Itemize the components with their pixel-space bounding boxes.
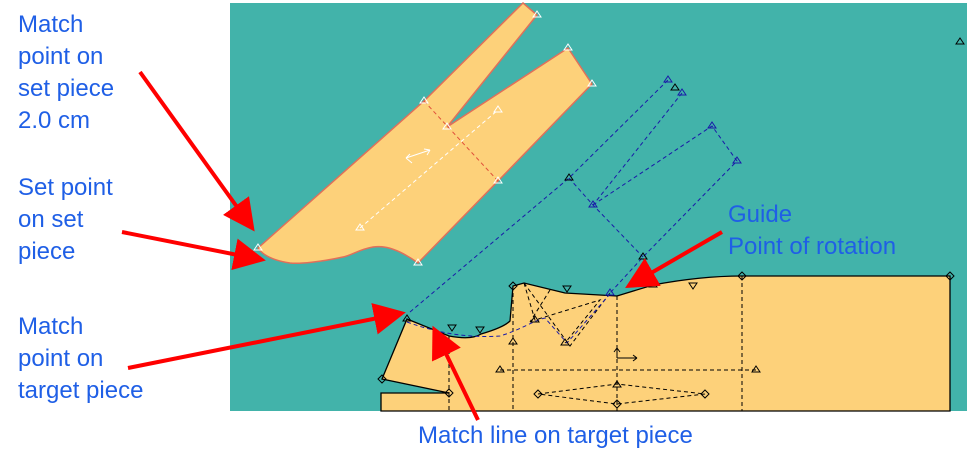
arrow-match-line	[432, 325, 480, 421]
label-match-point-set-piece: Match point on set piece 2.0 cm	[18, 9, 114, 137]
arrow-match-point-set	[138, 70, 255, 232]
set-piece-points	[253, 10, 597, 266]
label-line: Point of rotation	[728, 233, 897, 260]
set-piece[interactable]	[253, 1, 597, 266]
label-line: set piece	[18, 75, 115, 102]
label-line: target piece	[18, 377, 144, 404]
label-match-point-target: Match point on target piece	[18, 311, 143, 407]
label-line: Guide	[728, 201, 793, 228]
label-line: piece	[18, 238, 76, 265]
label-line: 2.0 cm	[18, 107, 91, 134]
label-line: point on	[18, 43, 104, 70]
arrow-guide	[625, 230, 724, 289]
internal-lines	[448, 276, 756, 411]
arrow-set-point	[121, 230, 266, 271]
label-line: point on	[18, 345, 104, 372]
label-line: on set	[18, 206, 84, 233]
label-guide-point-of-rotation: Guide Point of rotation	[728, 199, 896, 263]
label-line: Match	[18, 11, 84, 38]
target-piece[interactable]	[377, 37, 965, 412]
label-match-line: Match line on target piece	[418, 422, 693, 449]
grainline	[359, 109, 499, 229]
label-line: Set point	[18, 174, 113, 201]
grain-arrow-icon	[613, 347, 638, 362]
arrow-match-point-target	[127, 303, 406, 370]
label-set-point: Set point on set piece	[18, 172, 113, 268]
direction-arrow-icon	[405, 148, 431, 164]
label-line: Match	[18, 313, 84, 340]
